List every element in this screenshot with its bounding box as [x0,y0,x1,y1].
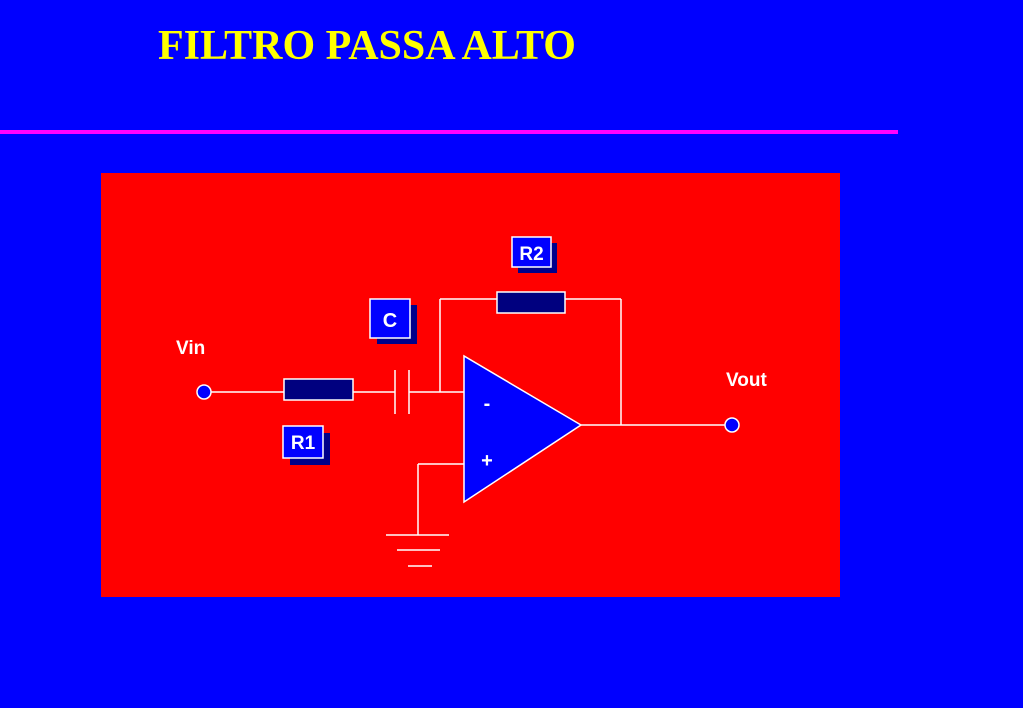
opamp-triangle [463,354,583,504]
c-label-box: C [369,298,417,344]
slide-title: FILTRO PASSA ALTO [158,23,576,69]
vin-terminal [196,384,212,400]
capacitor-c [394,370,410,414]
resistor-r2 [496,291,566,314]
vout-terminal [724,417,740,433]
resistor-r1 [283,378,354,401]
r2-label: R2 [519,244,543,265]
opamp-inverting-label: - [484,393,491,415]
vout-label: Vout [726,370,767,391]
c-label: C [383,310,397,332]
title-divider [0,130,898,134]
opamp-noninverting-label: + [481,450,493,472]
r2-label-box: R2 [511,236,557,273]
r1-label-box: R1 [282,425,330,465]
ground-symbol [386,534,449,567]
vin-label: Vin [176,338,205,359]
r1-label: R1 [291,433,316,454]
